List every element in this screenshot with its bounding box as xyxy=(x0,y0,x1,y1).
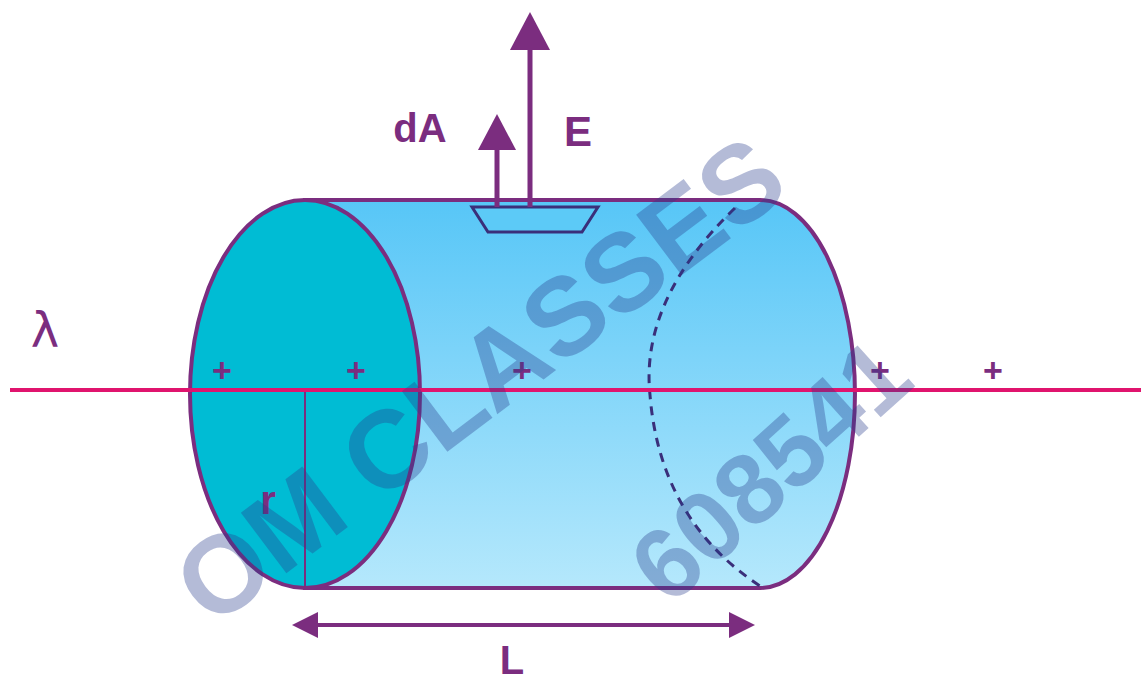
length-label: L xyxy=(500,640,524,680)
area-element xyxy=(472,207,598,232)
charge-sign: + xyxy=(983,353,1003,387)
length-dimension xyxy=(310,623,740,627)
vector-label: E xyxy=(564,111,592,153)
field-vector xyxy=(528,40,533,207)
vector-label: dA xyxy=(393,108,446,148)
arrowhead xyxy=(478,114,516,150)
arrowhead xyxy=(510,12,550,50)
arrowhead xyxy=(729,612,755,638)
charge-density-label: λ xyxy=(31,306,59,354)
area-vector xyxy=(495,142,500,207)
charge-sign: + xyxy=(346,353,366,387)
line-charge xyxy=(10,388,1141,392)
arrowhead xyxy=(292,612,318,638)
charge-sign: + xyxy=(212,353,232,387)
